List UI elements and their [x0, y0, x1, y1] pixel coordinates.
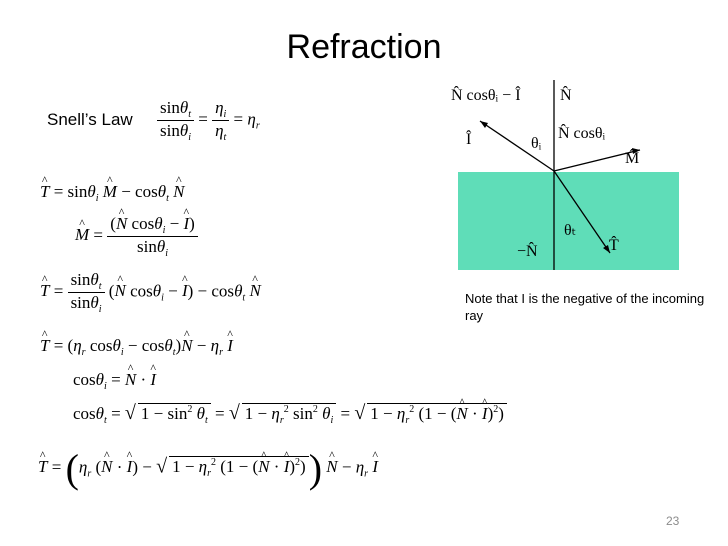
label-ncos-minus-i: N̂ cosθᵢ − Î: [451, 87, 521, 104]
equation-m-definition: M = (N cosθi − I)sinθi: [75, 214, 198, 259]
refractive-medium: [458, 172, 679, 270]
m-vector: [553, 149, 641, 172]
label-ncos: N̂ cosθᵢ: [558, 125, 606, 142]
label-neg-n: −N̂: [517, 243, 538, 260]
label-n: N̂: [560, 87, 572, 104]
refracted-ray: [553, 170, 611, 254]
incoming-ray: [479, 120, 555, 172]
equation-t-sin-cos: T = sinθi M − cosθt N: [40, 182, 184, 204]
label-theta-t: θₜ: [564, 222, 577, 239]
incoming-arrowhead: [480, 121, 488, 128]
equation-t-eta: T = (ηr cosθi − cosθt)N − ηr I: [40, 336, 233, 358]
equation-cos-i: cosθi = N · I: [73, 370, 156, 392]
label-t: T̂: [609, 237, 619, 254]
note-text: Note that I is the negative of the incom…: [465, 291, 705, 323]
page-number: 23: [666, 514, 680, 528]
label-theta-i: θᵢ: [531, 135, 542, 152]
label-m: M̂: [625, 150, 640, 167]
equation-cos-t: cosθt = √1 − sin2 θt = √1 − ηr2 sin2 θi …: [73, 402, 507, 426]
snell-law-label: Snell’s Law: [47, 110, 133, 129]
label-i: Î: [466, 131, 472, 148]
refraction-diagram: [458, 80, 679, 270]
refracted-arrowhead: [603, 245, 610, 253]
equation-t-final: T = (ηr (N · I) − √1 − ηr2 (1 − (N · I)2…: [38, 445, 378, 492]
page-title: Refraction: [286, 28, 442, 66]
m-arrowhead: [632, 148, 640, 154]
